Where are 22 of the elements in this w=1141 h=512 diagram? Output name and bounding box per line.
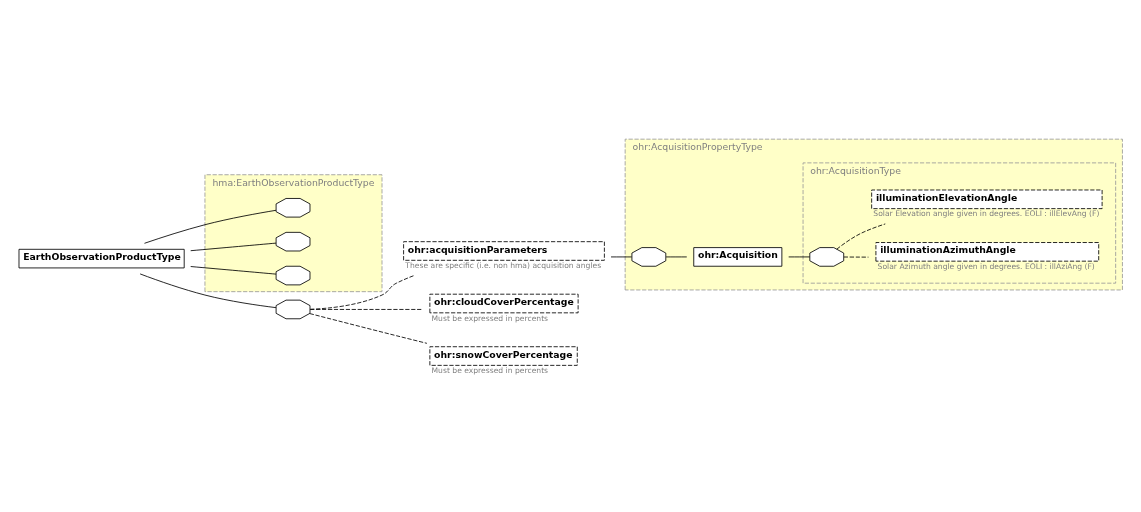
node-octagon — [275, 265, 311, 285]
node-octagon — [275, 231, 311, 251]
node-label: Must be expressed in percents — [431, 365, 549, 375]
node-octagon — [275, 197, 311, 218]
node-octagon — [631, 246, 667, 267]
connector — [139, 273, 277, 308]
connector — [610, 256, 633, 257]
node-label: These are specific (i.e. non hma) acquisition angles — [405, 260, 602, 270]
node-label: Solar Azimuth angle given in degrees. EOLI : illAziAng (F) — [877, 261, 1095, 271]
connector — [836, 223, 886, 250]
cluster: hma:EarthObservationProductType — [204, 173, 383, 292]
node-octagon — [275, 299, 311, 319]
node-octagon — [809, 246, 845, 267]
connector — [309, 312, 428, 344]
connector — [144, 209, 277, 244]
node-label: Must be expressed in percents — [431, 313, 549, 323]
connector — [309, 308, 423, 310]
connector — [788, 256, 811, 257]
connector — [843, 256, 869, 258]
connector — [190, 265, 277, 275]
connector — [190, 242, 277, 251]
node-label: Solar Elevation angle given in degrees. EOLI : illElevAng (F) — [873, 208, 1100, 218]
